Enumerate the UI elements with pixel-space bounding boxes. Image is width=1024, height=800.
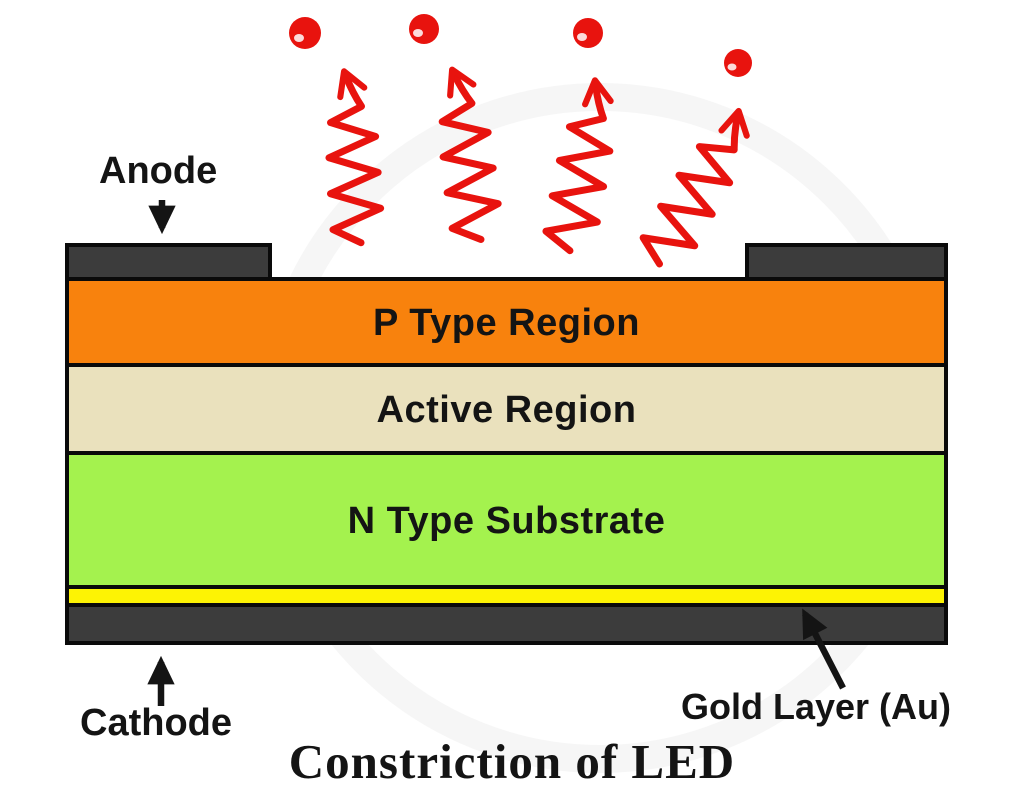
cathode-label: Cathode bbox=[80, 702, 232, 744]
photon-dot-icon bbox=[573, 18, 603, 48]
layer-active-region: Active Region bbox=[69, 363, 944, 451]
layer-gold bbox=[69, 585, 944, 603]
diagram-title: Constriction of LED bbox=[288, 734, 736, 789]
anode-label: Anode bbox=[99, 150, 218, 192]
photon-dot-icon bbox=[289, 17, 321, 49]
photon-dot-icon bbox=[724, 49, 752, 77]
layer-cathode-contact bbox=[69, 603, 944, 641]
gold-layer-label: Gold Layer (Au) bbox=[681, 686, 952, 727]
n-type-substrate-label: N Type Substrate bbox=[347, 500, 666, 542]
led-layer-stack: P Type Region Active Region N Type Subst… bbox=[65, 277, 948, 645]
layer-p-type-region: P Type Region bbox=[69, 281, 944, 363]
anode-contact-right bbox=[745, 243, 948, 281]
layer-n-type-substrate: N Type Substrate bbox=[69, 451, 944, 585]
photon-dot-icon bbox=[409, 14, 439, 44]
p-type-region-label: P Type Region bbox=[373, 302, 640, 344]
active-region-label: Active Region bbox=[376, 389, 637, 431]
anode-contact-left bbox=[65, 243, 272, 281]
